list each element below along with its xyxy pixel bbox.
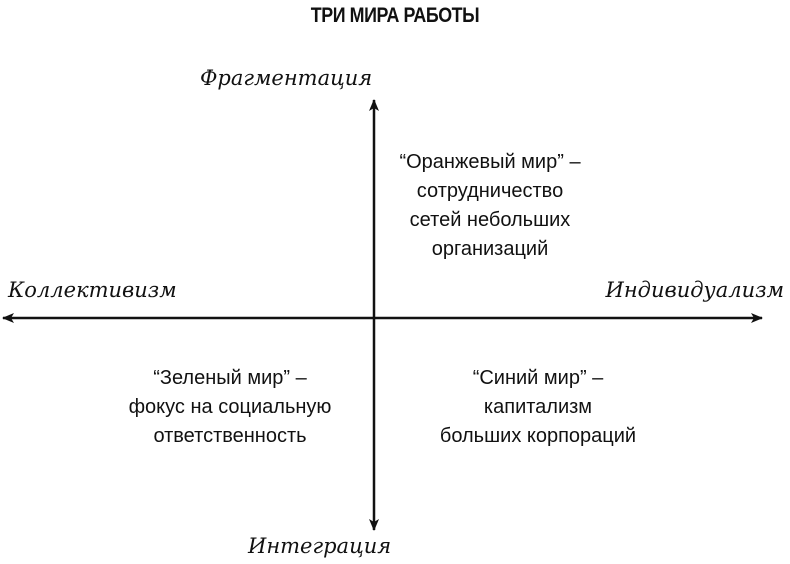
quadrant-line: организаций — [431, 238, 549, 260]
quadrant-line: сетей небольших — [409, 209, 571, 231]
quadrant-top-right: “Оранжевый мир” – сотрудничество сетей н… — [360, 148, 620, 264]
quadrant-bottom-right: “Синий мир” – капитализм больших корпора… — [408, 364, 668, 451]
quadrant-bottom-left: “Зеленый мир” – фокус на социальную отве… — [100, 364, 360, 451]
quadrant-line: “Оранжевый мир” – — [399, 151, 581, 173]
quadrant-line: больших корпораций — [439, 425, 637, 447]
axis-label-top: Фрагментация — [200, 66, 373, 90]
quadrant-line: сотрудничество — [416, 180, 564, 202]
axis-label-bottom: Интеграция — [248, 534, 392, 558]
axis-label-left: Коллективизм — [8, 278, 177, 302]
quadrant-line: “Синий мир” – — [472, 367, 604, 389]
quadrant-line: “Зеленый мир” – — [153, 367, 307, 389]
axis-label-right: Индивидуализм — [605, 278, 785, 302]
quadrant-line: фокус на социальную — [128, 396, 332, 418]
quadrant-line: ответственность — [153, 425, 307, 447]
quadrant-line: капитализм — [483, 396, 593, 418]
diagram-title: ТРИ МИРА РАБОТЫ — [310, 4, 480, 27]
